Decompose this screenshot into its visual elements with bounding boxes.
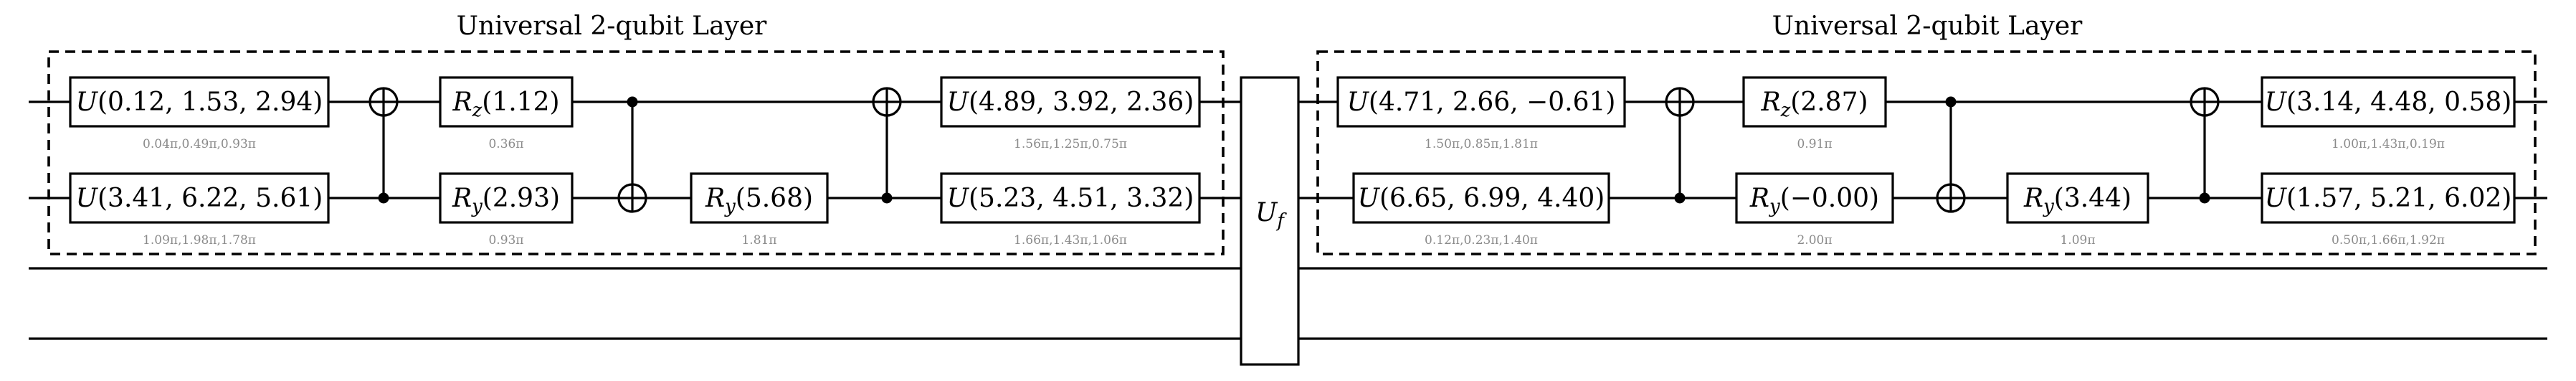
layer-2-gate-5-angle-note: 1.09π (2060, 233, 2095, 248)
layer-1-gate-7-label: U(5.23, 4.51, 3.32) (947, 184, 1194, 213)
layer-2-cnot-1-control-dot (1674, 192, 1686, 204)
layer-1-cnot-2-control-dot (627, 96, 638, 108)
layer-1-gate-1-box (69, 76, 330, 128)
universal-layer-2: Universal 2-qubit Layer (1316, 11, 2537, 255)
layer-1-gate-6: U(4.89, 3.92, 2.36) 1.56π,1.25π,0.75π (940, 76, 1201, 151)
layer-2-gate-7-angle-note: 0.50π,1.66π,1.92π (2332, 233, 2445, 248)
layer-1-gate-2: U(3.41, 6.22, 5.61) 1.09π,1.98π,1.78π (69, 172, 330, 248)
oracle-box (1240, 76, 1300, 366)
layer-2-gate-4: Ry(−0.00) 2.00π (1735, 172, 1894, 248)
layer-2-gate-2: U(6.65, 6.99, 4.40) 0.12π,0.23π,1.40π (1352, 172, 1610, 248)
layer-2-gate-2-angle-note: 0.12π,0.23π,1.40π (1425, 233, 1538, 248)
layer-2-gate-6-label: U(3.14, 4.48, 0.58) (2265, 88, 2512, 117)
layer-1-gate-7-box (940, 172, 1201, 224)
oracle-gate: Uf (1240, 76, 1300, 366)
layer-2-gate-5-box (2006, 172, 2149, 224)
layer-1-gate-4: Ry(2.93) 0.93π (439, 172, 574, 248)
layer-1-gate-6-label: U(4.89, 3.92, 2.36) (947, 88, 1194, 117)
layer-2-gate-4-label: Ry(−0.00) (1749, 184, 1879, 217)
layer-2-gate-1: U(4.71, 2.66, −0.61) 1.50π,0.85π,1.81π (1336, 76, 1626, 151)
layer-1-gate-3-angle-note: 0.36π (488, 137, 523, 151)
layer-2-gate-6-angle-note: 1.00π,1.43π,0.19π (2332, 137, 2445, 151)
layer-2-cnot-2-control-dot (1945, 96, 1957, 108)
layer-2-title: Universal 2-qubit Layer (1772, 11, 2083, 41)
universal-layer-1: Universal 2-qubit Layer (47, 11, 1225, 255)
layer-1-gate-7: U(5.23, 4.51, 3.32) 1.66π,1.43π,1.06π (940, 172, 1201, 248)
layer-1-title: Universal 2-qubit Layer (457, 11, 768, 41)
layer-1-gate-2-angle-note: 1.09π,1.98π,1.78π (143, 233, 256, 248)
layer-2-cnot-3-control-dot (2199, 192, 2210, 204)
layer-1-gate-5-angle-note: 1.81π (741, 233, 776, 248)
layer-2-gate-7-box (2261, 172, 2516, 224)
layer-2-gate-5-label: Ry(3.44) (2023, 184, 2131, 217)
layer-1-cnot-1-control-dot (378, 192, 389, 204)
layer-2-gate-1-box (1336, 76, 1626, 128)
layer-2-gate-3-label: Rz(2.87) (1760, 88, 1868, 121)
layer-2-gate-5: Ry(3.44) 1.09π (2006, 172, 2149, 248)
layer-1-gate-1-label: U(0.12, 1.53, 2.94) (76, 88, 323, 117)
layer-2-gate-3-angle-note: 0.91π (1797, 137, 1832, 151)
layer-1-gate-7-angle-note: 1.66π,1.43π,1.06π (1014, 233, 1127, 248)
layer-2-gate-6: U(3.14, 4.48, 0.58) 1.00π,1.43π,0.19π (2261, 76, 2516, 151)
layer-1-gate-2-box (69, 172, 330, 224)
layer-2-gate-1-label: U(4.71, 2.66, −0.61) (1347, 88, 1616, 117)
layer-2-dashed-border (1316, 50, 2537, 255)
layer-2-gate-7-label: U(1.57, 5.21, 6.02) (2265, 184, 2512, 213)
layer-2-cnot-2 (1936, 96, 1966, 213)
layer-2-gate-3-box (1742, 76, 1887, 128)
layer-1-gate-5-label: Ry(5.68) (705, 184, 813, 217)
layer-1-gate-6-angle-note: 1.56π,1.25π,0.75π (1014, 137, 1127, 151)
layer-2-cnot-1 (1665, 87, 1695, 204)
layer-2-gate-6-box (2261, 76, 2516, 128)
layer-2-cnot-3 (2190, 87, 2220, 204)
layer-2-gate-2-box (1352, 172, 1610, 224)
layer-1-gate-6-box (940, 76, 1201, 128)
layer-1-gate-4-box (439, 172, 574, 224)
layer-2-gate-4-angle-note: 2.00π (1797, 233, 1832, 248)
layer-1-cnot-3-control-dot (881, 192, 893, 204)
layer-1-dashed-border (47, 50, 1225, 255)
layer-1-gate-1: U(0.12, 1.53, 2.94) 0.04π,0.49π,0.93π (69, 76, 330, 151)
layer-1-gate-1-angle-note: 0.04π,0.49π,0.93π (143, 137, 256, 151)
layer-2-gate-1-angle-note: 1.50π,0.85π,1.81π (1425, 137, 1538, 151)
layer-1-gate-4-label: Ry(2.93) (452, 184, 560, 217)
layer-2-gate-2-label: U(6.65, 6.99, 4.40) (1358, 184, 1605, 213)
layer-2-gate-3: Rz(2.87) 0.91π (1742, 76, 1887, 151)
layer-1-gate-3-box (439, 76, 574, 128)
layer-1-gate-5: Ry(5.68) 1.81π (690, 172, 829, 248)
layer-1-gate-2-label: U(3.41, 6.22, 5.61) (76, 184, 323, 213)
layer-1-gate-3-label: Rz(1.12) (452, 88, 559, 121)
layer-1-cnot-2 (617, 96, 647, 213)
layer-1-gate-4-angle-note: 0.93π (488, 233, 523, 248)
layer-2-gate-7: U(1.57, 5.21, 6.02) 0.50π,1.66π,1.92π (2261, 172, 2516, 248)
layer-1-cnot-3 (872, 87, 902, 204)
layer-1-cnot-1 (369, 87, 399, 204)
layer-2-gate-4-box (1735, 172, 1894, 224)
layer-1-gate-3: Rz(1.12) 0.36π (439, 76, 574, 151)
layer-1-gate-5-box (690, 172, 829, 224)
